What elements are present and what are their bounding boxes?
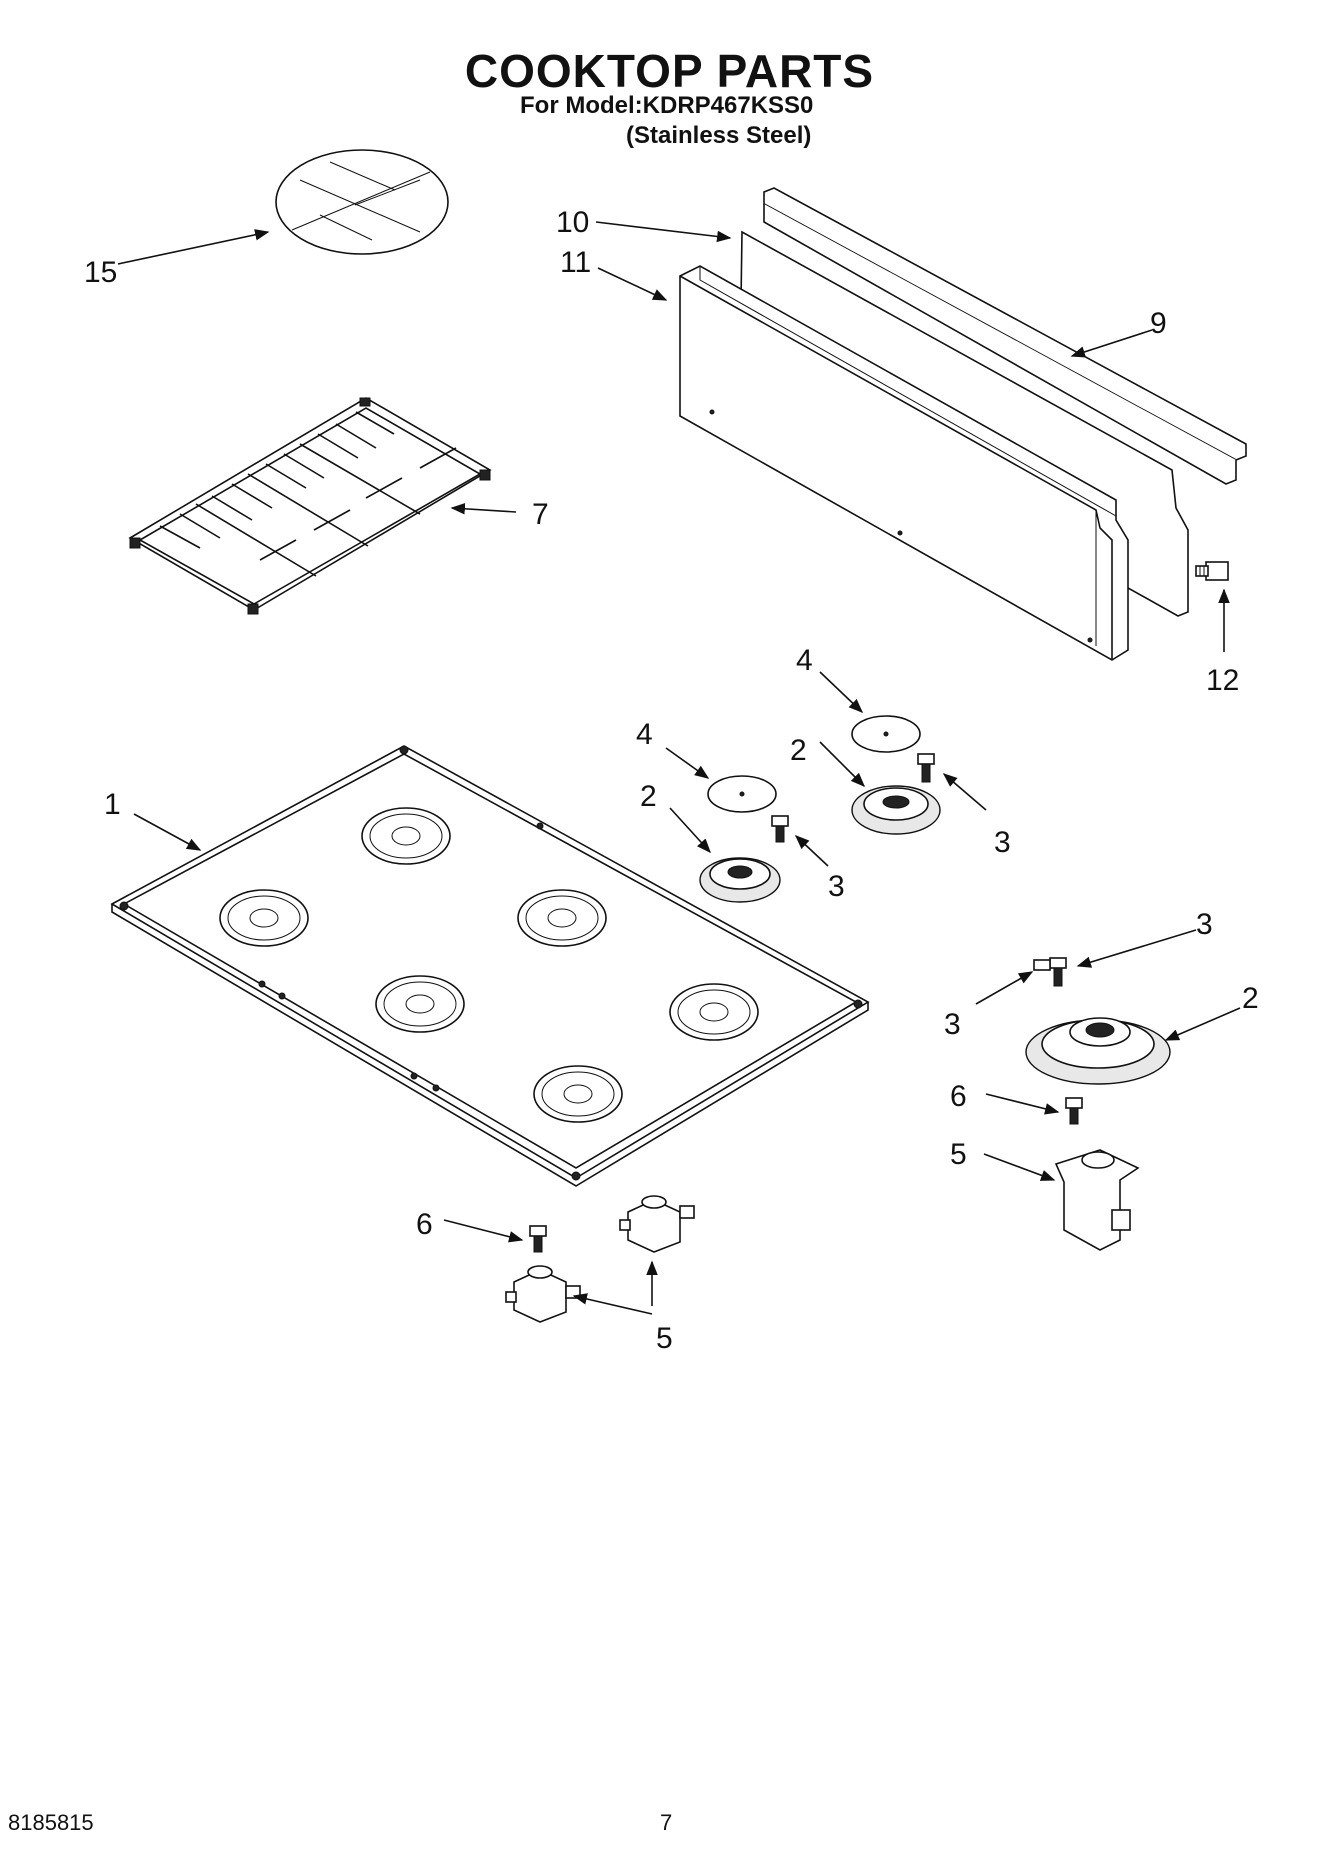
leader-9 [1070, 329, 1153, 358]
part-3-screw-c [1049, 957, 1067, 987]
part-6-screw-a [1065, 1097, 1083, 1125]
leader-1 [133, 813, 202, 851]
part-2-large-burner-base [1025, 1017, 1171, 1085]
leader-3c [1076, 929, 1197, 968]
part-6-screw-b [529, 1225, 547, 1253]
burner-recess-6 [533, 1065, 623, 1123]
leader-5a [983, 1153, 1056, 1181]
leader-4b [819, 671, 864, 713]
leader-2c [1164, 1007, 1241, 1041]
callout-4a: 4 [636, 718, 653, 751]
page-number: 7 [660, 1810, 673, 1835]
burner-recess-2 [219, 889, 309, 947]
leader-4a [665, 747, 710, 779]
part-3-screw-b [917, 753, 935, 783]
burner-recess-4 [375, 975, 465, 1033]
leader-6a [985, 1093, 1060, 1115]
callout-4b: 4 [796, 644, 813, 677]
leader-7 [450, 503, 517, 515]
leader-2b [819, 741, 866, 788]
model-line: For Model:KDRP467KSS0 [520, 92, 814, 119]
part-2-burner-base-b [851, 785, 941, 835]
callout-3c: 3 [1196, 908, 1213, 941]
leader-3b [942, 773, 987, 811]
leader-15 [117, 229, 270, 265]
leader-5b-left [572, 1293, 653, 1315]
callout-2c: 2 [1242, 982, 1259, 1015]
callout-3d: 3 [944, 1008, 961, 1041]
part-2-burner-base-a [699, 857, 781, 903]
callout-5b: 5 [656, 1322, 673, 1355]
burner-recess-3 [517, 889, 607, 947]
part-12-screw [1195, 561, 1229, 581]
part-3-screw-d [1033, 959, 1051, 971]
callout-2a: 2 [640, 780, 657, 813]
part-5-burner-valve-large [1054, 1149, 1140, 1251]
callout-11: 11 [560, 246, 591, 279]
leader-3a [794, 835, 829, 867]
part-11-backguard [679, 265, 1129, 661]
finish-line: (Stainless Steel) [626, 122, 812, 149]
callout-6b: 6 [416, 1208, 433, 1241]
callout-15: 15 [84, 256, 117, 289]
callout-10: 10 [556, 206, 589, 239]
callout-7: 7 [532, 498, 549, 531]
burner-recess-5 [669, 983, 759, 1041]
callout-1: 1 [104, 788, 121, 821]
callout-12: 12 [1206, 664, 1239, 697]
part-5-burner-valve-b [505, 1265, 581, 1323]
part-4-burner-cap-b [851, 715, 921, 753]
leader-2a [669, 807, 711, 854]
part-3-screw-a [771, 815, 789, 843]
callout-3b: 3 [994, 826, 1011, 859]
leader-3d [975, 971, 1034, 1005]
part-5-burner-valve-c [619, 1195, 695, 1253]
page-title: COOKTOP PARTS [464, 45, 875, 97]
leader-11 [597, 267, 668, 301]
callout-9: 9 [1150, 307, 1167, 340]
part-9-trim-bar [763, 187, 1247, 485]
part-7-grate [128, 397, 492, 615]
document-number: 8185815 [8, 1810, 94, 1835]
part-4-burner-cap-a [707, 775, 777, 813]
callout-5a: 5 [950, 1138, 967, 1171]
callout-2b: 2 [790, 734, 807, 767]
burner-recess-1 [361, 807, 451, 865]
part-15-round-plate [275, 149, 449, 255]
part-1-cooktop-panel [110, 745, 870, 1187]
leader-10 [595, 221, 732, 243]
callout-3a: 3 [828, 870, 845, 903]
leader-6b [443, 1219, 524, 1243]
callout-6a: 6 [950, 1080, 967, 1113]
